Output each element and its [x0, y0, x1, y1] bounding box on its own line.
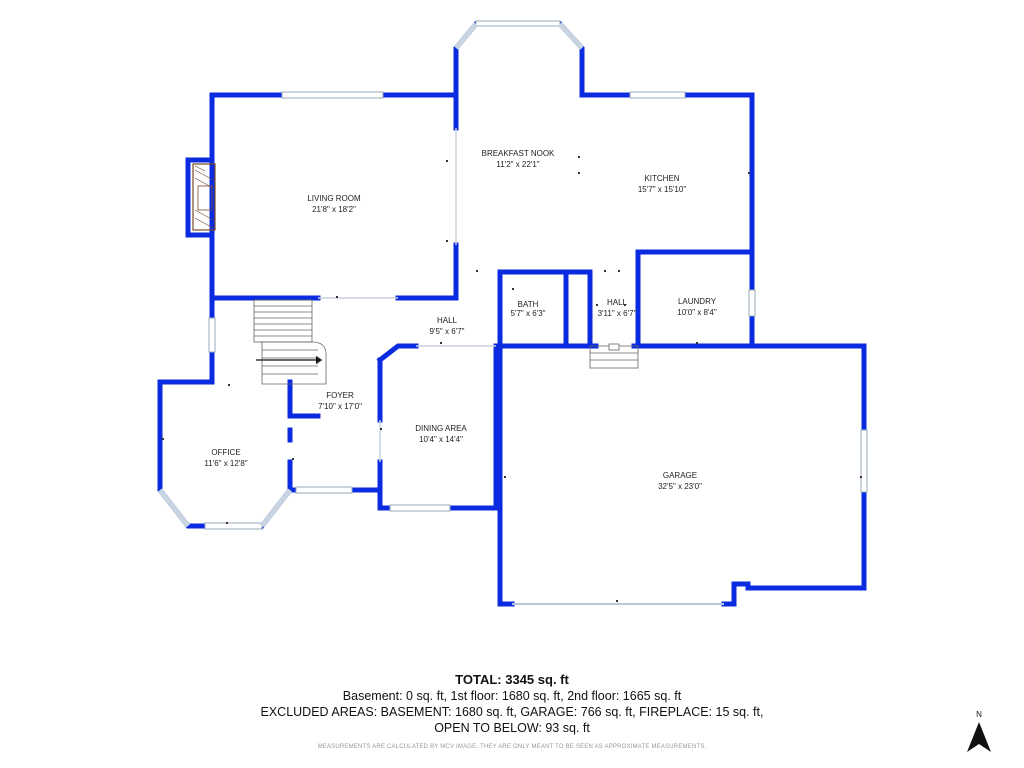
- floor-plan: BREAKFAST NOOK 11'2" x 22'1" KITCHEN 15'…: [157, 20, 868, 607]
- kitchen-window: [629, 91, 686, 99]
- garage-label: GARAGE: [663, 471, 697, 480]
- living-room-dims: 21'8" x 18'2": [312, 205, 356, 214]
- foyer-dims: 7'10" x 17'0": [318, 402, 362, 411]
- fireplace-box: [192, 163, 216, 231]
- office-bottom-window: [204, 522, 263, 530]
- dining-walls: [376, 343, 499, 511]
- office-inner-wall: [287, 379, 321, 443]
- laundry-label: LAUNDRY: [678, 297, 717, 306]
- total-area: TOTAL: 3345 sq. ft: [455, 672, 569, 687]
- living-room-label: LIVING ROOM: [307, 194, 361, 203]
- hall-center-dims: 3'11" x 6'7": [598, 309, 637, 318]
- nook-top-window: [475, 20, 561, 27]
- hall-laundry-walls: [635, 249, 755, 349]
- area-summary: TOTAL: 3345 sq. ft Basement: 0 sq. ft, 1…: [0, 672, 1024, 750]
- floor-areas: Basement: 0 sq. ft, 1st floor: 1680 sq. …: [342, 689, 682, 703]
- disclaimer: MEASUREMENTS ARE CALCULATED BY MCV IMAGE…: [317, 744, 707, 750]
- breakfast-nook-label: BREAKFAST NOOK: [482, 149, 555, 158]
- walls: [157, 20, 867, 607]
- bath-walls: [497, 269, 593, 349]
- office-dims: 11'6" x 12'8": [204, 459, 247, 468]
- windows: [158, 20, 868, 605]
- fireplace: [192, 163, 216, 231]
- dining-area-dims: 10'4" x 14'4": [419, 435, 463, 444]
- fireplace-wall: [185, 157, 215, 238]
- compass: N: [962, 710, 996, 758]
- office-bay-right-window: [260, 488, 292, 528]
- living-left-window: [208, 317, 216, 353]
- door-markers: [162, 156, 862, 602]
- breakfast-nook-dims: 11'2" x 22'1": [496, 160, 539, 169]
- office-bay-left-window: [158, 488, 190, 528]
- living-room-window: [281, 91, 384, 99]
- bath-dims: 5'7" x 6'3": [511, 309, 546, 318]
- north-arrow-icon: [967, 722, 991, 752]
- foyer-door: [295, 486, 353, 494]
- foyer-label: FOYER: [326, 391, 354, 400]
- bath-label: BATH: [518, 300, 539, 309]
- hall-left-dims: 9'5" x 6'7": [430, 327, 465, 336]
- kitchen-label: KITCHEN: [644, 174, 679, 183]
- garage-dims: 32'5" x 23'0": [658, 482, 702, 491]
- entry-step: [589, 343, 639, 369]
- room-labels: BREAKFAST NOOK 11'2" x 22'1" KITCHEN 15'…: [204, 149, 717, 491]
- north-label: N: [976, 710, 982, 719]
- hall-left-label: HALL: [437, 316, 458, 325]
- open-to-below: OPEN TO BELOW: 93 sq. ft: [434, 721, 590, 735]
- hall-center-label: HALL: [607, 298, 628, 307]
- garage-side-window: [860, 429, 868, 493]
- laundry-door: [748, 289, 756, 317]
- nook-bay-left-window: [454, 22, 478, 50]
- nook-bay-right-window: [558, 22, 584, 50]
- dining-area-label: DINING AREA: [415, 424, 467, 433]
- stairs: [253, 299, 327, 385]
- dining-window: [389, 504, 451, 512]
- kitchen-dims: 15'7" x 15'10": [638, 185, 686, 194]
- excluded-areas: EXCLUDED AREAS: BASEMENT: 1680 sq. ft, G…: [260, 705, 764, 719]
- garage-walls: [497, 343, 867, 607]
- laundry-dims: 10'0" x 8'4": [677, 308, 717, 317]
- thin-partitions: [318, 128, 496, 462]
- office-label: OFFICE: [211, 448, 240, 457]
